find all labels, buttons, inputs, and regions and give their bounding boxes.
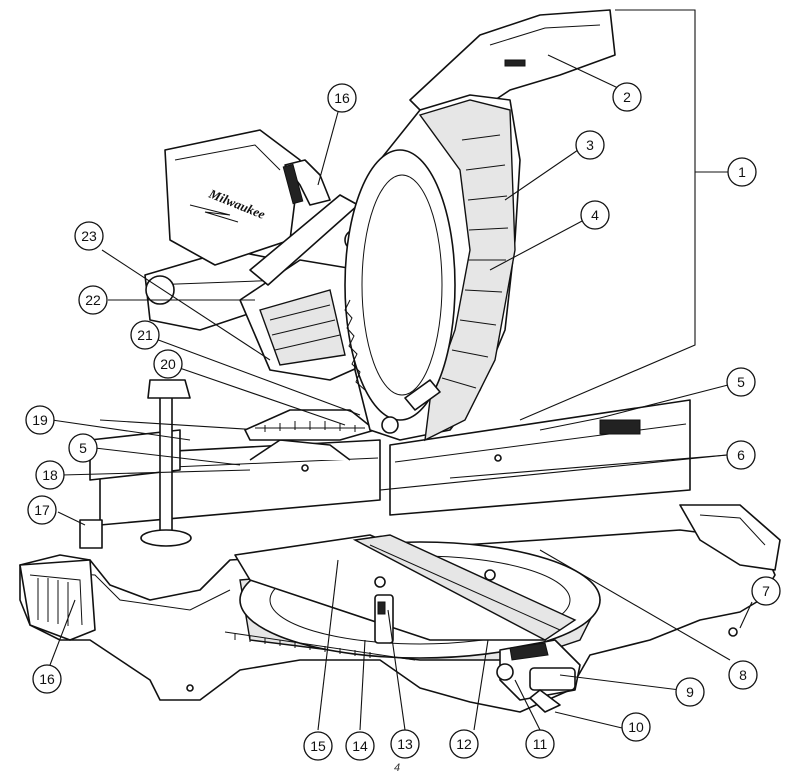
callout-label-3: 3	[586, 137, 594, 153]
callout-label-5-left: 5	[79, 440, 87, 456]
miter-lock-handle	[496, 639, 581, 713]
callout-label-12: 12	[456, 736, 472, 752]
callout-1: 1	[727, 157, 757, 187]
callout-label-13: 13	[397, 736, 413, 752]
callout-7: 7	[751, 576, 781, 606]
callout-label-16-top: 16	[334, 90, 350, 106]
callout-label-16-bottom: 16	[39, 671, 55, 687]
callout-11: 11	[525, 729, 555, 759]
callout-label-21: 21	[137, 327, 153, 343]
callout-8: 8	[728, 660, 758, 690]
callout-22: 22	[78, 285, 108, 315]
callout-4: 4	[580, 200, 610, 230]
callout-label-4: 4	[591, 207, 599, 223]
callout-label-7: 7	[762, 583, 770, 599]
table-insert	[234, 534, 577, 641]
callout-label-23: 23	[81, 228, 97, 244]
callout-label-22: 22	[85, 292, 101, 308]
callout-16-bottom: 16	[32, 664, 62, 694]
callout-label-11: 11	[533, 736, 548, 752]
callout-label-17: 17	[34, 502, 50, 518]
callout-10: 10	[621, 712, 651, 742]
callout-20: 20	[153, 349, 183, 379]
callout-label-9: 9	[686, 684, 694, 700]
callout-label-10: 10	[628, 719, 644, 735]
callout-17: 17	[27, 495, 57, 525]
callout-12: 12	[449, 729, 479, 759]
callout-label-15: 15	[310, 738, 326, 754]
callout-21: 21	[130, 320, 160, 350]
callout-16-top: 16	[327, 83, 357, 113]
callout-label-8: 8	[739, 667, 747, 683]
callout-label-5-right: 5	[737, 374, 745, 390]
callout-label-1: 1	[738, 164, 746, 180]
callouts: 1 2 3 4 5 5 6 7 8 9 10 11 12 13 14 15 16…	[25, 82, 781, 761]
callout-19: 19	[25, 405, 55, 435]
callout-label-19: 19	[32, 412, 48, 428]
blade-guard	[344, 9, 616, 442]
callout-label-6: 6	[737, 447, 745, 463]
callout-13: 13	[390, 729, 420, 759]
callout-label-14: 14	[352, 738, 368, 754]
callout-2: 2	[612, 82, 642, 112]
callout-label-2: 2	[623, 89, 631, 105]
callout-3: 3	[575, 130, 605, 160]
callout-label-18: 18	[42, 467, 58, 483]
leader-lines	[49, 9, 753, 731]
material-clamp	[79, 379, 261, 549]
callout-5-left: 5	[68, 433, 98, 463]
callout-14: 14	[345, 731, 375, 761]
callout-9: 9	[675, 677, 705, 707]
callout-23: 23	[74, 221, 104, 251]
callout-5-right: 5	[726, 367, 756, 397]
callout-6: 6	[726, 440, 756, 470]
callout-15: 15	[303, 731, 333, 761]
page-number: 4	[393, 762, 401, 774]
miter-scale-ticks	[234, 634, 371, 658]
callout-18: 18	[35, 460, 65, 490]
callout-label-20: 20	[160, 356, 176, 372]
bevel-lock	[374, 594, 394, 644]
